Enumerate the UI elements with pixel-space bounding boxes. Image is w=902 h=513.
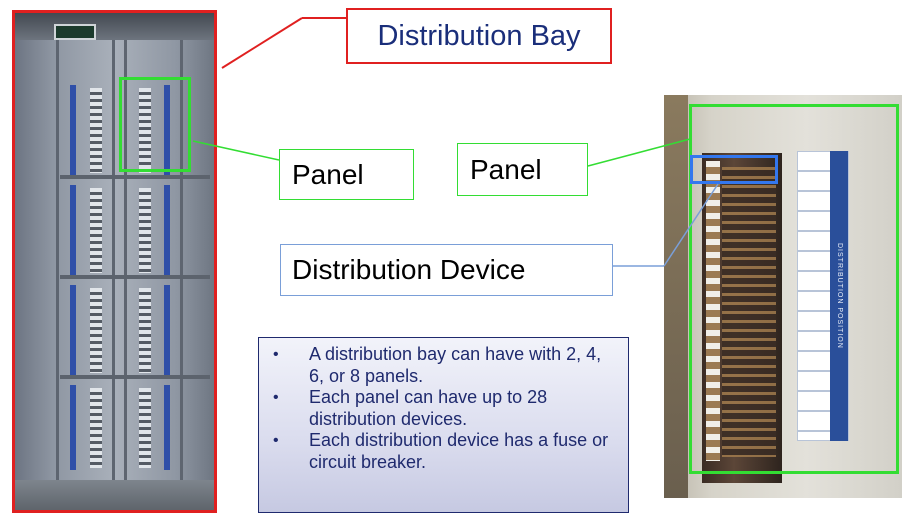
info-text: A distribution bay can have with 2, 4, 6… [309, 344, 602, 386]
distribution-device-label: Distribution Device [280, 244, 613, 296]
info-item: • A distribution bay can have with 2, 4, … [267, 344, 616, 387]
bay-rail [180, 40, 183, 480]
device-slot [139, 188, 151, 273]
panel-highlight-left [119, 77, 191, 172]
panel-label-stripe [164, 85, 170, 175]
bay-meter-display [54, 24, 96, 40]
info-text: Each panel can have up to 28 distributio… [309, 387, 548, 429]
panel-connector-right [587, 138, 691, 167]
device-highlight [690, 155, 778, 184]
panel-closeup-photo: DISTRIBUTION POSITION [664, 95, 902, 498]
device-slot [90, 188, 102, 273]
panel-connector-left [192, 140, 280, 161]
bay-shelf [60, 175, 210, 179]
bay-connector [221, 17, 303, 69]
device-slot [139, 288, 151, 373]
bay-shelf [60, 375, 210, 379]
info-list: • A distribution bay can have with 2, 4, … [267, 344, 616, 473]
info-text: Each distribution device has a fuse or c… [309, 430, 609, 472]
device-slot [90, 288, 102, 373]
device-slot [139, 388, 151, 468]
device-slot [139, 88, 151, 173]
terminal-column [722, 167, 776, 457]
bay-shelf [60, 275, 210, 279]
info-item: • Each panel can have up to 28 distributi… [267, 387, 616, 430]
panel-label-right: Panel [457, 143, 588, 196]
panel-label-stripe [70, 85, 76, 175]
bay-rail [112, 40, 115, 480]
fuse-column [706, 161, 720, 461]
panel-side-strip [664, 95, 688, 498]
panel-label-stripe [164, 285, 170, 375]
panel-label-stripe [70, 385, 76, 470]
device-connector [663, 183, 719, 267]
panel-label-stripe [164, 385, 170, 470]
floor [12, 480, 217, 513]
bay-rail [124, 40, 127, 480]
panel-label-stripe [70, 285, 76, 375]
bullet-icon: • [273, 432, 279, 449]
position-label-text: DISTRIBUTION POSITION [836, 243, 843, 349]
panel-label-left: Panel [279, 149, 414, 200]
bay-top-shelf [12, 10, 217, 40]
panel-highlight-right [689, 104, 899, 474]
panel-label-stripe [164, 185, 170, 275]
info-box: • A distribution bay can have with 2, 4, … [258, 337, 629, 513]
bullet-icon: • [273, 346, 279, 363]
distribution-bay-label: Distribution Bay [346, 8, 612, 64]
device-slot [90, 388, 102, 468]
device-slot [90, 88, 102, 173]
bay-rail [56, 40, 59, 480]
info-item: • Each distribution device has a fuse or … [267, 430, 616, 473]
bay-outline [12, 10, 217, 513]
panel-label-stripe [70, 185, 76, 275]
distribution-bay-photo [12, 10, 217, 513]
bullet-icon: • [273, 389, 279, 406]
position-label-bar [830, 151, 848, 441]
